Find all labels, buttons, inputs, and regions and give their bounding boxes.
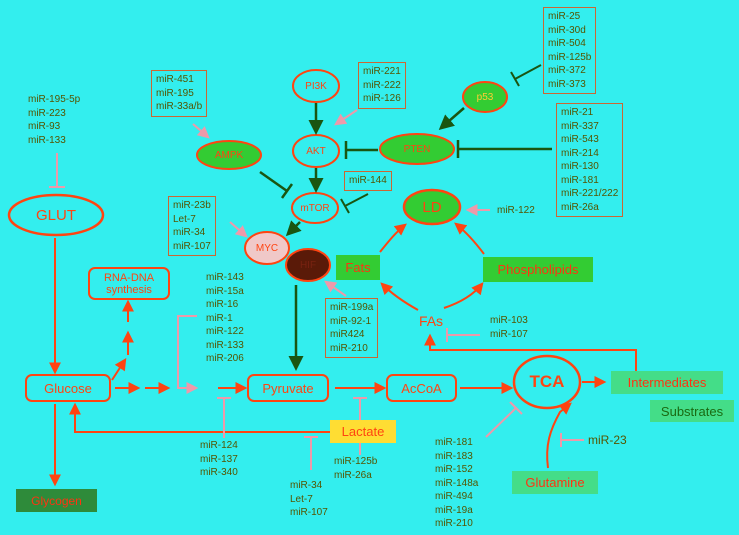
lactate-label: Lactate <box>330 420 396 443</box>
mtor-label: mTOR <box>300 202 330 214</box>
ld-oval <box>402 188 462 226</box>
akt-label: AKT <box>306 145 326 157</box>
substrates-label: Substrates <box>650 400 734 422</box>
arrow-phospholipids-ld <box>454 222 485 255</box>
mirna-myc: miR-23b Let-7 miR-34 miR-107 <box>168 196 216 256</box>
mir-glycolysis-bracket <box>177 315 199 394</box>
arrow-lactate-glucose <box>69 402 340 433</box>
inhibit-pten-akt <box>344 141 378 159</box>
arrow-fas-phospholipids <box>443 282 484 309</box>
glut-oval <box>7 193 105 237</box>
inhibit-mir-tca <box>485 401 523 438</box>
mir-ampk-link <box>192 123 210 139</box>
arrow-glutamine-tca <box>546 402 572 469</box>
mirna-hif: miR-199a miR-92-1 miR424 miR-210 <box>325 298 379 358</box>
mirna-glycolysis: miR-143 miR-15a miR-16 miR-1 miR-122 miR… <box>206 272 244 364</box>
mir-myc-link <box>229 221 248 238</box>
mirna-pten: miR-21 miR-337 miR-543 miR-214 miR-130 m… <box>556 103 624 217</box>
inhibit-mir-p53 <box>510 64 542 87</box>
mirna-p53: miR-25 miR-30d miR-504 miR-125b miR-372 … <box>543 7 597 94</box>
glucose-box <box>25 374 111 402</box>
inhibit-ampk-mtor <box>259 170 294 199</box>
hif-oval <box>285 248 331 282</box>
mirna-ampk: miR-451 miR-195 miR-33a/b <box>151 70 208 117</box>
akt-oval <box>292 134 340 168</box>
mirna-tca: miR-181 miR-183 miR-152 miR-148a miR-494… <box>435 437 479 529</box>
p53-oval <box>462 81 508 113</box>
inhibit-mir-lactate-bottom <box>304 436 318 470</box>
inhibit-mir-fas <box>446 328 480 342</box>
fas-label: FAs <box>418 313 444 329</box>
inhibit-mir-pten <box>456 140 552 158</box>
phospholipids-label: Phospholipids <box>483 257 593 282</box>
mirna-pi3k: miR-221 miR-222 miR-126 <box>358 62 406 109</box>
rna-dna-label: RNA-DNA synthesis <box>103 271 155 296</box>
accoa-label: AcCoA <box>401 380 442 396</box>
mirna-lactate-bottom: miR-34 Let-7 miR-107 <box>290 480 328 518</box>
mirna-lactate-right: miR-125b miR-26a <box>334 456 378 481</box>
p53-label: p53 <box>476 91 494 103</box>
pi3k-oval <box>292 69 340 103</box>
pyruvate-label: Pyruvate <box>262 380 314 396</box>
inhibit-mir-glutamine <box>560 433 584 447</box>
fats-label: Fats <box>336 255 380 280</box>
arrow-fats-ld <box>379 223 407 253</box>
mirna-mtor: miR-144 <box>344 171 392 191</box>
ampk-label: AMPK <box>214 149 244 161</box>
ampk-oval <box>196 140 262 170</box>
accoa-box <box>386 374 457 402</box>
arrow-mtor-myc <box>285 220 302 237</box>
glucose-label: Glucose <box>44 380 92 396</box>
ld-label: LD <box>422 198 442 216</box>
glutamine-label: Glutamine <box>512 471 598 494</box>
hif-label: HIF <box>299 259 317 271</box>
arrow-fas-fats <box>380 282 419 311</box>
inhibit-mir-mtor <box>340 193 369 214</box>
mirna-fas: miR-103 miR-107 <box>490 315 528 340</box>
tca-label: TCA <box>529 372 565 391</box>
arrow-intermediates-fas <box>424 333 637 372</box>
mirna-pyruvate-entry: miR-124 miR-137 miR-340 <box>200 440 238 478</box>
pten-oval <box>379 133 455 165</box>
rna-dna-box <box>88 267 170 300</box>
mtor-oval <box>291 192 339 224</box>
glut-label: GLUT <box>35 206 76 224</box>
arrow-p53-pten <box>438 107 465 130</box>
arrow-glucose-rna <box>111 357 127 381</box>
pi3k-label: PI3K <box>305 80 327 92</box>
glycogen-label: Glycogen <box>16 489 97 512</box>
myc-oval <box>244 231 290 265</box>
pten-label: PTEN <box>403 143 431 155</box>
mirna-glutamine: miR-23 <box>588 433 627 447</box>
mir-pi3k-link <box>334 109 358 126</box>
pyruvate-box <box>247 374 329 402</box>
inhibit-mir-glut <box>49 153 65 188</box>
intermediates-label: Intermediates <box>611 371 723 394</box>
inhibit-mir-pyruvate-entry <box>217 397 231 438</box>
myc-label: MYC <box>255 242 279 254</box>
mirna-ld: miR-122 <box>497 205 535 216</box>
mirna-glut: miR-195-5p miR-223 miR-93 miR-133 <box>28 94 81 146</box>
mir-hif-link <box>324 280 347 297</box>
tca-oval <box>512 354 582 410</box>
